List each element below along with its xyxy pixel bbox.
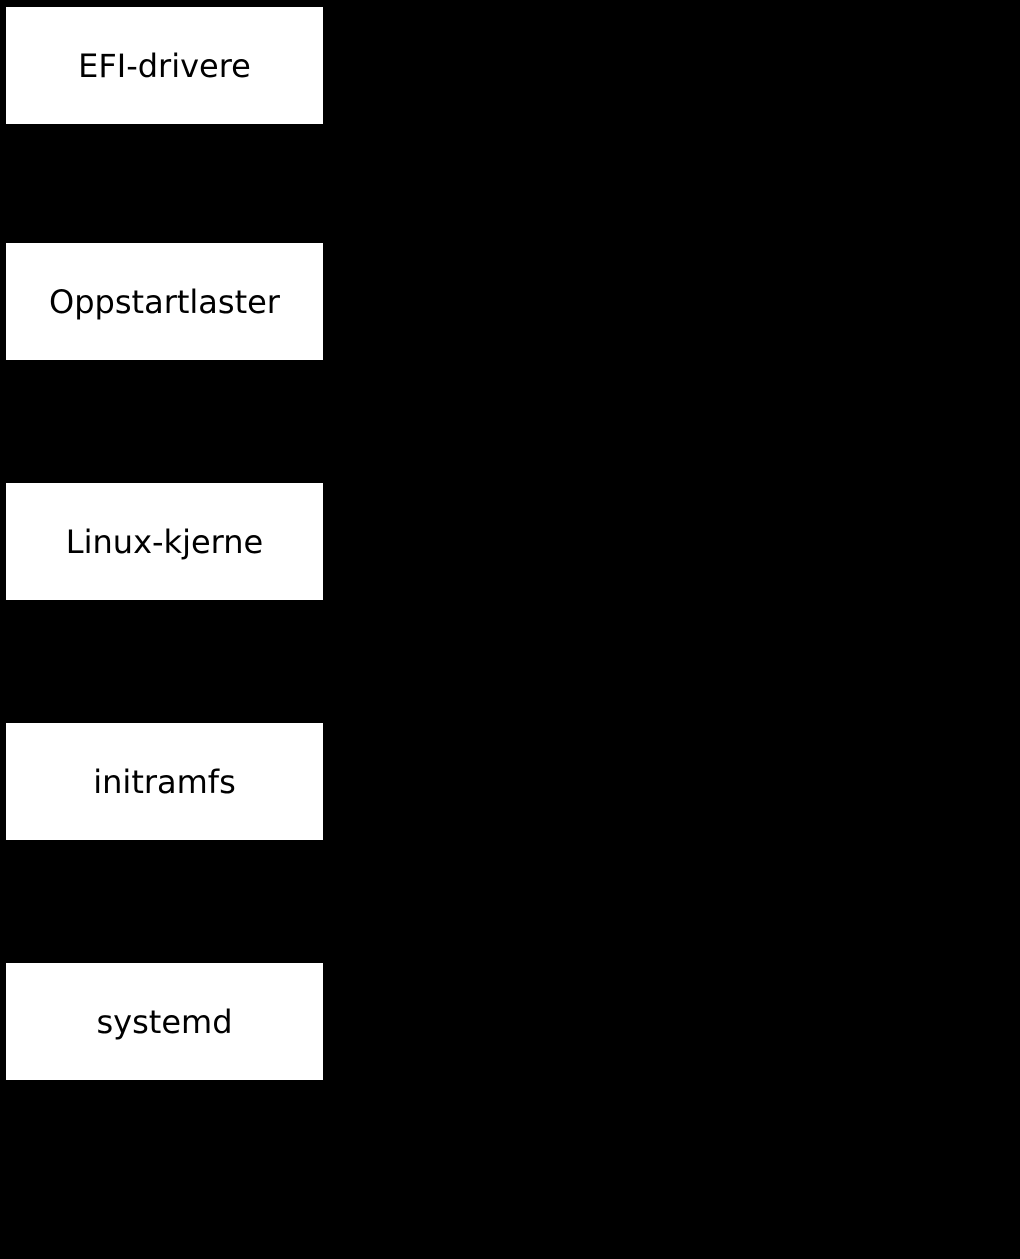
stage-label: initramfs	[93, 762, 236, 801]
stage-label: systemd	[96, 1002, 233, 1041]
stage-box-oppstartlaster[interactable]: Oppstartlaster	[6, 243, 323, 360]
stage-box-systemd[interactable]: systemd	[6, 963, 323, 1080]
stage-box-efi-drivere[interactable]: EFI-drivere	[6, 7, 323, 124]
stage-label: Linux-kjerne	[65, 522, 264, 561]
stage-label: Oppstartlaster	[49, 282, 280, 321]
stage-box-initramfs[interactable]: initramfs	[6, 723, 323, 840]
stage-box-linux-kjerne[interactable]: Linux-kjerne	[6, 483, 323, 600]
stage-label: EFI-drivere	[78, 46, 251, 85]
